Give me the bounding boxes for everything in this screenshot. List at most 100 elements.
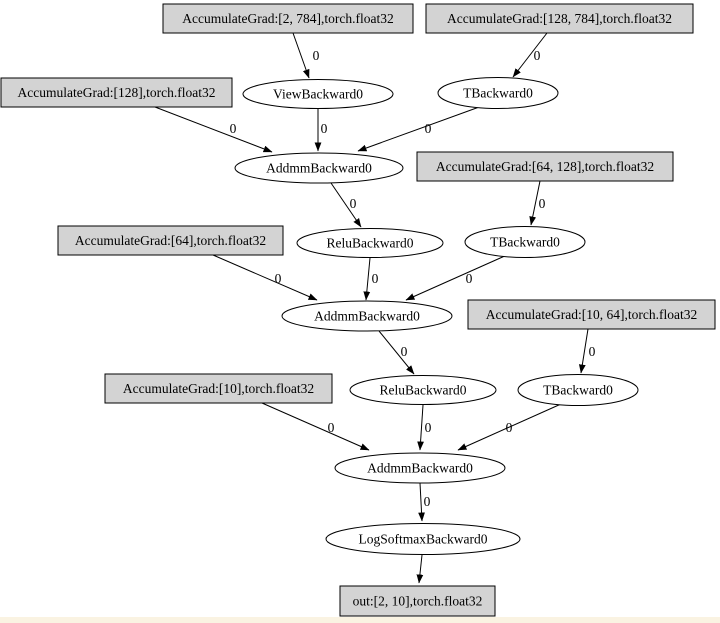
graph-node-relu2: ReluBackward0 [349, 375, 497, 405]
edge-label: 0 [313, 48, 320, 63]
edge-line [417, 404, 424, 451]
node-box [425, 3, 694, 34]
node-label: ReluBackward0 [380, 383, 467, 398]
node-label: AccumulateGrad:[64],torch.float32 [75, 233, 266, 248]
node-ellipse [437, 77, 559, 109]
node-label: ViewBackward0 [273, 87, 363, 102]
graph-node-acc_128_784: AccumulateGrad:[128, 784],torch.float32 [425, 3, 694, 34]
graph-edge-addmm3-logsoftmax: 0 [418, 482, 431, 522]
graph-edge-relu2-addmm3: 0 [417, 404, 432, 451]
edge-label: 0 [466, 271, 473, 286]
edge-line [578, 328, 589, 374]
edge-label: 0 [321, 121, 328, 136]
graph-edge-addmm1-relu1: 0 [330, 182, 362, 228]
graph-node-t1: TBackward0 [437, 77, 559, 109]
node-label: ReluBackward0 [327, 236, 414, 251]
edge-line [363, 257, 371, 301]
node-label: AccumulateGrad:[128, 784],torch.float32 [447, 11, 672, 26]
node-box [339, 585, 496, 617]
edge-label: 0 [275, 271, 282, 286]
node-box [104, 373, 333, 404]
node-ellipse [334, 452, 506, 484]
node-label: AccumulateGrad:[128],torch.float32 [18, 85, 216, 100]
graph-node-acc_10: AccumulateGrad:[10],torch.float32 [104, 373, 333, 404]
edge-label: 0 [328, 420, 335, 435]
node-ellipse [281, 300, 453, 332]
edge-label: 0 [350, 196, 357, 211]
graph-edge-t2-addmm2: 0 [405, 254, 508, 301]
node-box [416, 151, 674, 182]
edge-line [292, 32, 310, 79]
graph-edge-acc_10_64-t3: 0 [578, 328, 596, 374]
graph-node-addmm3: AddmmBackward0 [334, 452, 506, 484]
node-box [162, 3, 414, 34]
graph-node-addmm2: AddmmBackward0 [281, 300, 453, 332]
edge-label: 0 [372, 271, 379, 286]
graph-node-acc_10_64: AccumulateGrad:[10, 64],torch.float32 [467, 299, 716, 330]
node-label: LogSoftmaxBackward0 [359, 532, 488, 547]
graph-edge-addmm2-relu2: 0 [378, 330, 415, 375]
graph-node-acc_128: AccumulateGrad:[128],torch.float32 [0, 77, 233, 108]
node-label: AddmmBackward0 [266, 161, 372, 176]
edge-label: 0 [506, 420, 513, 435]
graph-node-out: out:[2, 10],torch.float32 [339, 585, 496, 617]
graph-edge-view-addmm1: 0 [314, 109, 328, 152]
node-label: TBackward0 [543, 383, 613, 398]
edge-label: 0 [539, 196, 546, 211]
node-ellipse [296, 228, 444, 258]
edge-line [418, 482, 425, 522]
graph-node-t2: TBackward0 [464, 226, 586, 258]
edge-label: 0 [425, 420, 432, 435]
node-ellipse [234, 152, 404, 184]
node-label: AddmmBackward0 [367, 461, 473, 476]
graph-node-relu1: ReluBackward0 [296, 228, 444, 258]
edge-line [416, 554, 424, 584]
node-label: AccumulateGrad:[2, 784],torch.float32 [182, 11, 393, 26]
graph-node-logsoftmax: LogSoftmaxBackward0 [325, 523, 521, 555]
edge-label: 0 [534, 48, 541, 63]
node-box [0, 77, 233, 108]
node-box [467, 299, 716, 330]
graph-edge-acc_10-addmm3: 0 [261, 402, 370, 451]
graph-edge-acc_128_784-t1: 0 [512, 32, 548, 78]
node-label: out:[2, 10],torch.float32 [353, 594, 483, 609]
edge-line [357, 105, 483, 152]
edge-line [405, 254, 508, 301]
page-bottom-strip [0, 617, 720, 623]
node-ellipse [464, 226, 586, 258]
edge-label: 0 [589, 344, 596, 359]
node-label: AddmmBackward0 [314, 309, 420, 324]
node-ellipse [325, 523, 521, 555]
edge-label: 0 [401, 344, 408, 359]
graph-node-t3: TBackward0 [517, 374, 639, 406]
graph-node-acc_64_128: AccumulateGrad:[64, 128],torch.float32 [416, 151, 674, 182]
graph-node-acc_2_784: AccumulateGrad:[2, 784],torch.float32 [162, 3, 414, 34]
node-label: AccumulateGrad:[10, 64],torch.float32 [486, 307, 697, 322]
graph-node-view: ViewBackward0 [242, 79, 394, 109]
graph-edge-t3-addmm3: 0 [457, 403, 562, 451]
node-box [57, 225, 284, 256]
graph-edge-acc_2_784-view: 0 [292, 32, 320, 79]
graph-edge-acc_128-addmm1: 0 [154, 106, 273, 153]
edge-line [212, 254, 318, 301]
edge-label: 0 [230, 121, 237, 136]
edge-label: 0 [424, 494, 431, 509]
graph-edge-acc_64_128-t2: 0 [529, 180, 546, 226]
edge-line [512, 32, 548, 78]
node-ellipse [349, 375, 497, 405]
edge-line [378, 330, 415, 375]
edge-line [529, 180, 541, 226]
graph-edge-relu1-addmm2: 0 [363, 257, 379, 301]
node-ellipse [517, 374, 639, 406]
node-label: TBackward0 [463, 86, 533, 101]
graph-edge-acc_64-addmm2: 0 [212, 254, 318, 301]
edge-line [457, 403, 562, 451]
edge-label: 0 [425, 121, 432, 136]
edge-line [261, 402, 370, 451]
graph-node-addmm1: AddmmBackward0 [234, 152, 404, 184]
edge-line [154, 106, 273, 153]
node-label: TBackward0 [490, 235, 560, 250]
graph-edge-logsoftmax-out [416, 554, 424, 584]
